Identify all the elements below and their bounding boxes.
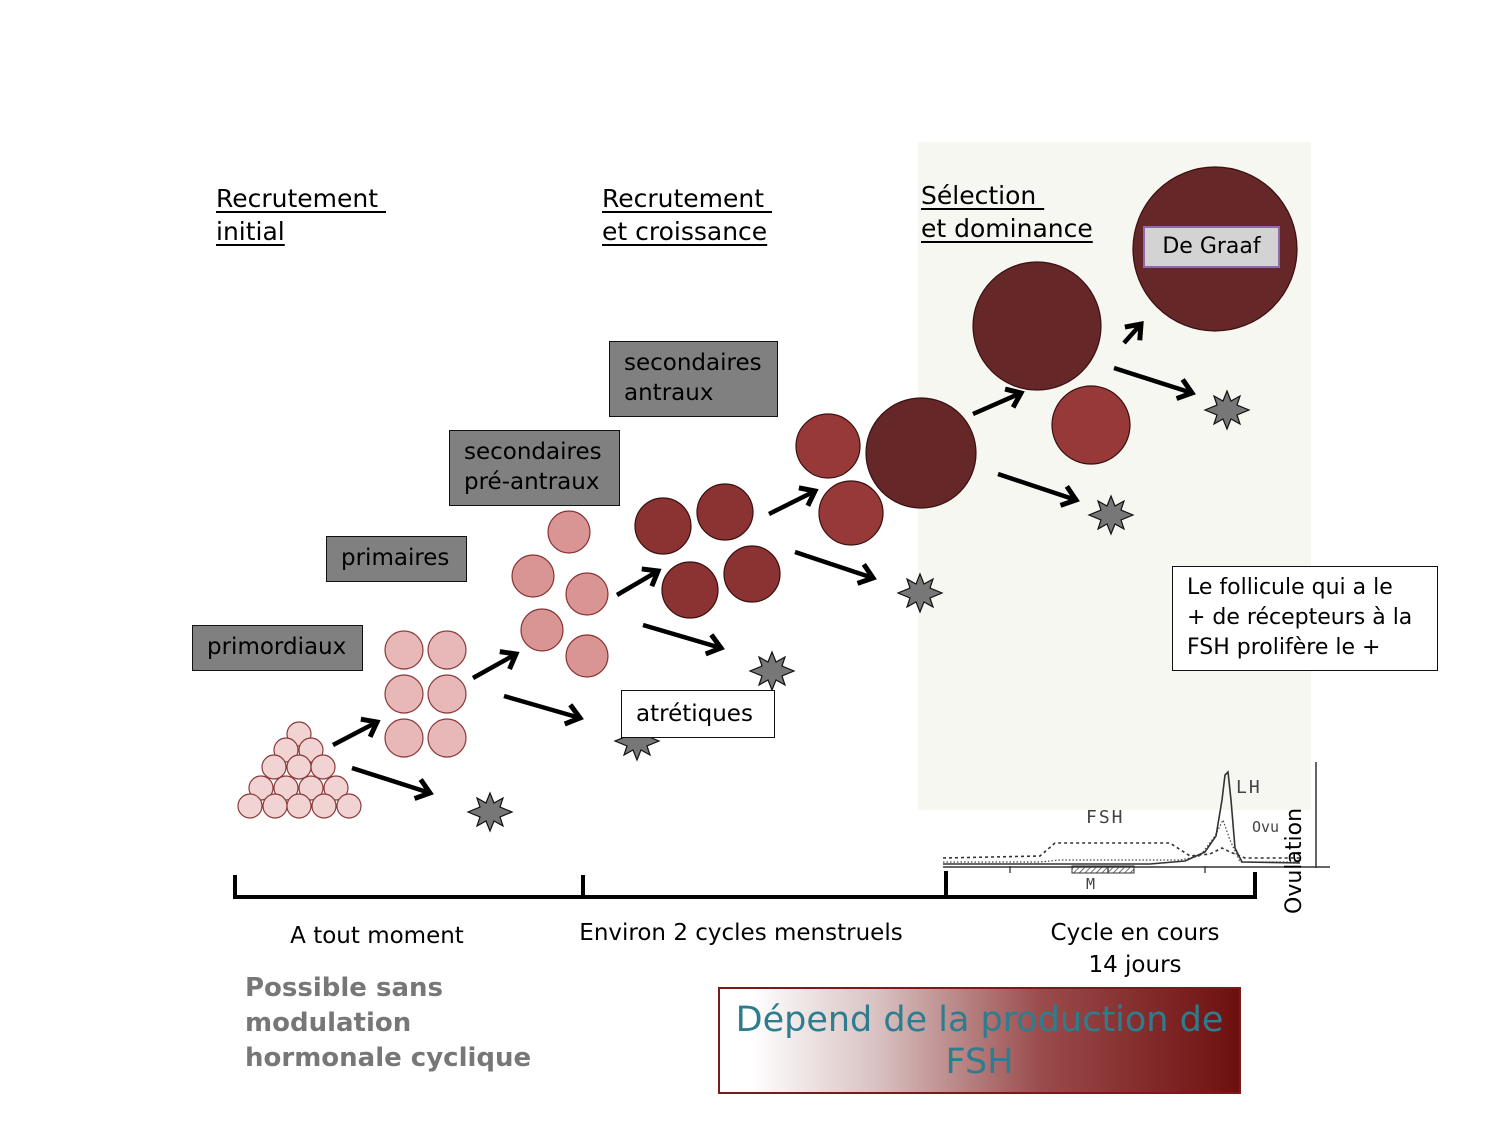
recruited-follicles xyxy=(795,397,977,546)
atretic-follicles xyxy=(466,389,1251,833)
atretic-star-3 xyxy=(748,650,796,692)
atretic-star-4 xyxy=(896,572,944,614)
progression-arrows xyxy=(331,320,1196,801)
primary-follicles xyxy=(384,630,467,758)
period-cycle-en-cours: Cycle en cours 14 jours xyxy=(1050,920,1220,978)
menses-bar xyxy=(1071,865,1135,874)
fsh-curve-label: FSH xyxy=(1086,807,1125,828)
note-sans-modulation: Possible sans modulation hormonale cycli… xyxy=(245,973,532,1073)
ovu-label: Ovu xyxy=(1252,818,1279,836)
label-secondaires-preantraux: secondaires pré-antraux xyxy=(449,430,620,506)
label-de-graaf: De Graaf xyxy=(1143,226,1280,268)
preantral-follicles xyxy=(511,510,609,678)
stage-title-recrutement-croissance: Recrutement et croissance xyxy=(602,184,773,246)
label-secondaires-antraux: secondaires antraux xyxy=(609,341,778,417)
estrogen-curve xyxy=(943,818,1300,863)
stage-title-selection-dominance: Sélection et dominance xyxy=(921,181,1093,243)
fsh-receptor-callout: Le follicule qui a le + de récepteurs à … xyxy=(1172,566,1438,671)
atretic-star-6 xyxy=(1203,389,1251,431)
label-primordiaux: primordiaux xyxy=(192,625,363,671)
timeline xyxy=(233,871,1257,899)
atretic-star-5 xyxy=(1087,494,1135,536)
period-a-tout-moment: A tout moment xyxy=(290,923,464,949)
fsh-dependence-box: Dépend de la production de FSH xyxy=(718,987,1241,1094)
antral-follicles xyxy=(634,483,781,619)
lh-curve xyxy=(943,770,1301,865)
dominant-follicles xyxy=(972,166,1298,465)
lh-curve-label: LH xyxy=(1236,777,1262,798)
label-atretiques: atrétiques xyxy=(621,690,775,738)
fsh-curve xyxy=(942,842,1300,859)
menses-label: M xyxy=(1086,875,1095,893)
primordial-follicles xyxy=(237,721,362,819)
ovulation-label: Ovulation xyxy=(1282,807,1307,914)
atretic-star-1 xyxy=(466,791,514,833)
period-environ-2-cycles: Environ 2 cycles menstruels xyxy=(579,920,903,946)
label-primaires: primaires xyxy=(326,536,467,582)
stage-title-recrutement-initial: Recrutement initial xyxy=(216,184,387,246)
hormone-chart: FSH LH Ovu M xyxy=(942,762,1330,893)
